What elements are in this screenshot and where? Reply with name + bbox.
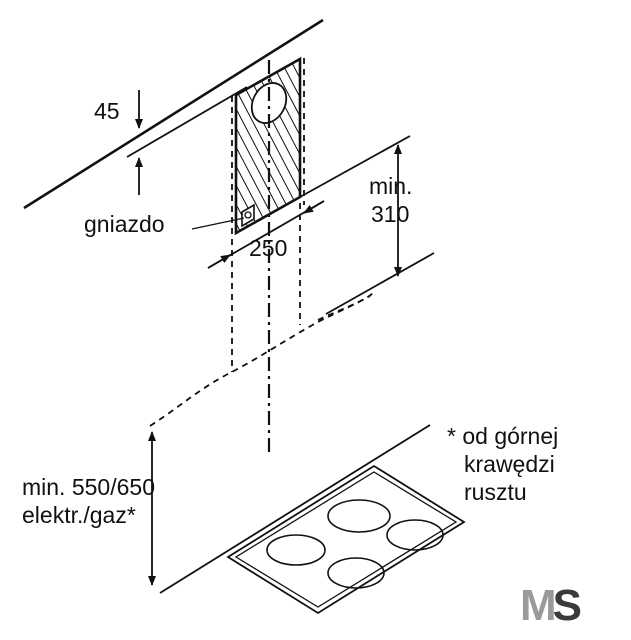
label-310: 310: [371, 201, 409, 227]
label-height-line2: elektr./gaz*: [22, 502, 136, 528]
note-line1: * od górnej: [447, 423, 558, 449]
ms-logo-text: MS: [520, 581, 581, 630]
socket-leader: [191, 217, 245, 230]
hatch-line: [269, 59, 300, 233]
label-gniazdo: gniazdo: [84, 211, 165, 237]
cooktop: [226, 464, 466, 615]
ceiling-line: [23, 18, 324, 210]
label-45: 45: [94, 98, 120, 124]
hatch-line: [400, 40, 510, 250]
hatch-line: [236, 59, 281, 233]
burner: [327, 499, 391, 533]
note-line3: rusztu: [464, 479, 527, 505]
dim-310-bottom-extension: [325, 252, 435, 315]
duct-section: [234, 40, 550, 250]
label-height-line1: min. 550/650: [22, 474, 155, 500]
note-line2: krawędzi: [464, 451, 555, 477]
hatch-line: [410, 40, 520, 250]
label-250: 250: [249, 235, 287, 261]
hatch-line: [279, 59, 300, 233]
dim-250-arrow-left: [207, 254, 231, 269]
burner: [327, 557, 385, 589]
dim-45-extension: [126, 86, 248, 158]
hatch-line: [440, 40, 550, 250]
burner: [386, 519, 444, 551]
burner: [266, 534, 326, 566]
socket-symbol: [241, 203, 255, 228]
hood-outline: [149, 291, 375, 427]
hatch-line: [259, 59, 300, 233]
dim-250-arrow-right: [303, 200, 325, 214]
hood-outline-inner: [317, 295, 371, 321]
duct-opening: [250, 82, 288, 124]
hatch-line: [420, 40, 530, 250]
countertop-front-edge: [159, 424, 431, 594]
hatch-line: [430, 40, 540, 250]
hatch-line: [236, 59, 300, 233]
ms-logo: MS: [520, 581, 585, 630]
label-min: min.: [369, 173, 412, 199]
hatch-line: [249, 59, 300, 233]
dim-310-top-extension: [299, 135, 411, 198]
